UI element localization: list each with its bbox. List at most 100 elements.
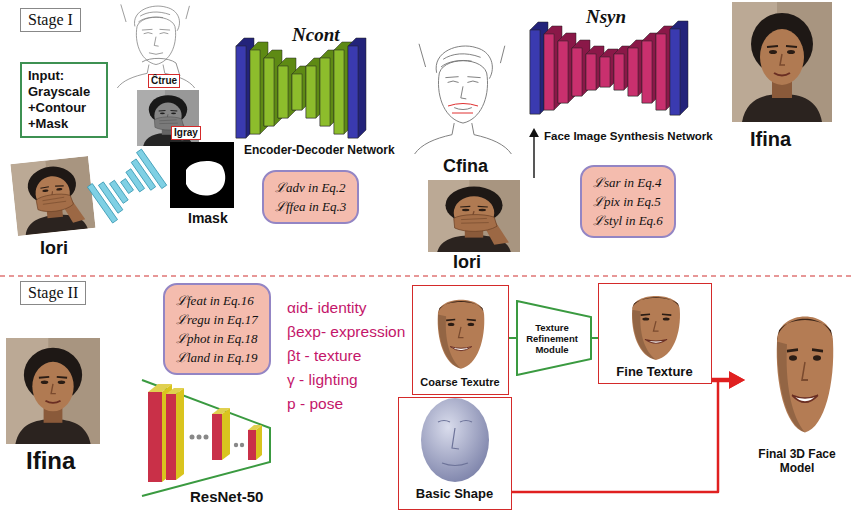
node-label: ℒsar in Eq.4 [593,173,663,192]
node-label: ℒffea in Eq.3 [275,197,346,216]
input-photo [428,180,520,252]
mask-picture [170,142,234,208]
fine-texture-face [632,296,680,360]
synthesis-drawing [530,30,540,114]
node-label: Coarse Texutre [413,376,507,389]
parameter-label: βexp- expression [287,322,405,342]
loss-box: ℒadv in Eq.2ℒffea in Eq.3 [262,170,359,224]
stage-label: Stage I [20,8,81,32]
node-label: Texture Refinement Module [516,322,592,355]
input-photo [10,156,95,236]
node-label: ℒfeat in Eq.16 [176,291,258,310]
node-label: Cfina [443,156,488,177]
contour-image: Cfina [405,36,520,178]
loss-box: ℒsar in Eq.4ℒpix in Eq.5ℒstyl in Eq.6 [580,165,676,238]
node-label: ℒregu in Eq.17 [176,310,258,329]
input-photo [10,156,95,236]
resnet-drawing [222,408,230,460]
stage-divider [0,275,851,276]
connector-line [509,337,516,339]
synthesis-drawing [642,41,652,103]
resnet-drawing [234,443,238,447]
basic-shape-mesh [421,398,489,482]
parameter-label: αid- identity [287,298,367,318]
parameter-label: βt - texture [287,346,361,366]
mask-network [87,149,166,223]
face-model: Final 3D Face Model [745,298,849,493]
resnet-drawing [142,380,270,496]
output-photo [6,338,100,444]
arrow-head [529,128,539,137]
encoder-decoder-drawing [292,74,302,110]
synthesis-network: NsynFace Image Synthesis Network [528,6,728,128]
encoder-decoder-drawing [348,46,358,138]
node-label: Fine Texture [599,365,710,380]
gray-image: Igray [137,90,201,148]
resnet-drawing [148,392,162,482]
texture-box: Coarse Texutre [412,285,509,395]
output-photo [732,2,832,122]
node-label: Imask [188,210,228,226]
connector-line [533,136,534,178]
node-label: Iori [453,252,481,273]
connector [529,128,539,178]
node-label: ℒstyl in Eq.6 [593,211,663,230]
mask-picture [170,142,234,208]
arrow-head [729,371,745,389]
resnet-drawing [248,430,256,460]
synthesis-drawing [544,34,554,110]
resnet-encoder: ResNet-50 [138,376,274,510]
resnet-drawing [212,414,222,460]
encoder-decoder-drawing [236,46,246,138]
sketch-image: Ĉtrue [112,0,202,90]
encoder-decoder-drawing [236,38,366,138]
encoder-decoder-drawing [334,50,344,134]
contour-sketch [408,38,518,154]
connector [512,371,745,492]
node-label: Ncont [292,24,340,46]
refinement-module: Texture Refinement Module [516,300,592,376]
synthesis-drawing [586,54,596,90]
sketch-true [112,0,200,88]
basic-shape-mesh [438,421,472,466]
fine-texture-face [632,296,680,360]
connector-line [512,380,730,492]
parameter-label: p - pose [287,394,343,414]
coarse-texture-face [438,300,485,369]
resnet-drawing [176,388,184,480]
coarse-texture-face [438,300,485,369]
node-label: Ifina [750,128,791,151]
final-face-model [777,317,834,433]
node-label: Ifina [26,447,75,475]
output-image: Ifina [4,335,104,485]
synthesis-drawing [558,41,568,103]
synthesis-drawing [656,34,666,110]
connector [509,338,516,339]
basic-shape-mesh [421,398,489,482]
parameter-label: γ - lighting [287,370,358,390]
node-label: Input: Grayscale +Contour +Mask [28,68,100,132]
encoder-decoder-drawing [306,66,316,118]
final-face-model [777,317,834,433]
resnet-drawing [142,380,270,496]
synthesis-drawing [670,29,680,115]
node-label: Final 3D Face Model [745,448,849,476]
resnet-drawing [166,394,176,480]
encoder-decoder-drawing [348,38,366,138]
stage-divider [0,276,851,277]
node-label: Stage I [28,11,73,29]
input-image: Iori [8,156,104,260]
loss-box: ℒfeat in Eq.16ℒregu in Eq.17ℒphot in Eq.… [163,283,271,375]
contour-sketch [448,104,478,114]
input-photo [428,180,520,252]
module-outline [517,301,591,375]
node-label: ℒland in Eq.19 [176,348,258,367]
input-image: Iori [425,178,538,274]
output-photo [732,2,832,122]
synthesis-drawing [572,48,582,96]
mask-network [137,149,167,188]
resnet-drawing [190,435,195,440]
node-label: ℒadv in Eq.2 [275,178,346,197]
contour-sketch [408,38,518,154]
node-label: Ĉtrue [148,74,180,88]
